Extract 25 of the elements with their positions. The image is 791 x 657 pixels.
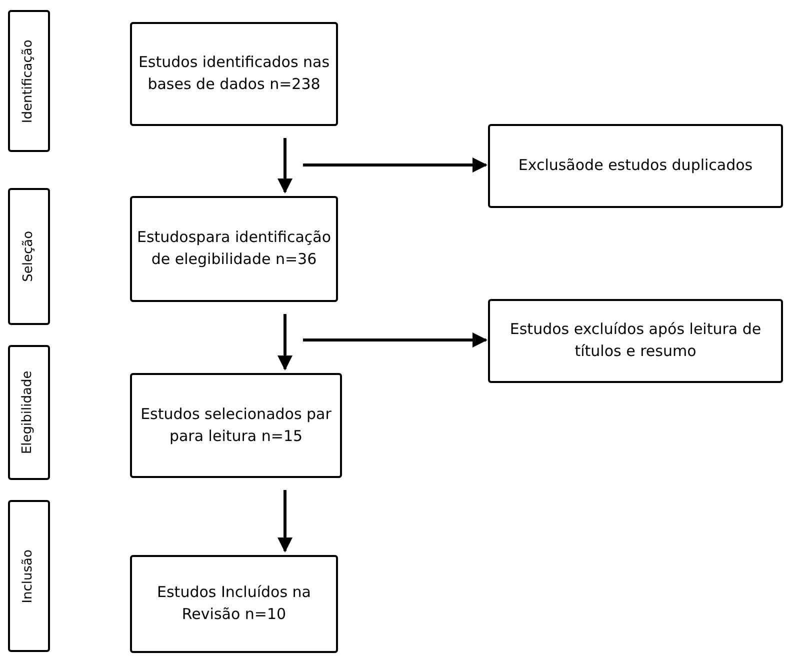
arrow — [278, 138, 292, 194]
stage-label-box — [8, 500, 50, 652]
stage-label: Elegibilidade — [20, 370, 37, 454]
arrow — [278, 490, 292, 552]
process-box — [488, 124, 783, 208]
arrow — [303, 158, 488, 172]
stage-label-box — [8, 345, 50, 480]
box-text: Estudos excluídos após leitura de títulos e resumo — [508, 319, 762, 362]
box-text: Estudospara identificação de elegibilidade n=36 — [136, 227, 332, 270]
box-text: Estudos selecionados par para leitura n=15 — [140, 404, 332, 446]
stage-label-box — [8, 188, 50, 325]
box-text: Estudos identificados nas bases de dados n=238 — [137, 52, 331, 95]
stage-label-box — [8, 10, 50, 152]
stage-label: Inclusão — [20, 549, 37, 603]
arrow — [303, 332, 488, 348]
box-text: Estudos Incluídos na Revisão n=10 — [156, 582, 312, 625]
stage-label: Seleção — [20, 231, 37, 282]
stage-label: Identificação — [20, 39, 37, 123]
process-box — [130, 373, 342, 478]
process-box — [130, 555, 338, 653]
arrow — [278, 314, 292, 370]
process-box — [488, 299, 783, 383]
box-text: Exclusãode estudos duplicados — [518, 155, 753, 176]
process-box — [130, 22, 338, 126]
process-box — [130, 196, 338, 302]
